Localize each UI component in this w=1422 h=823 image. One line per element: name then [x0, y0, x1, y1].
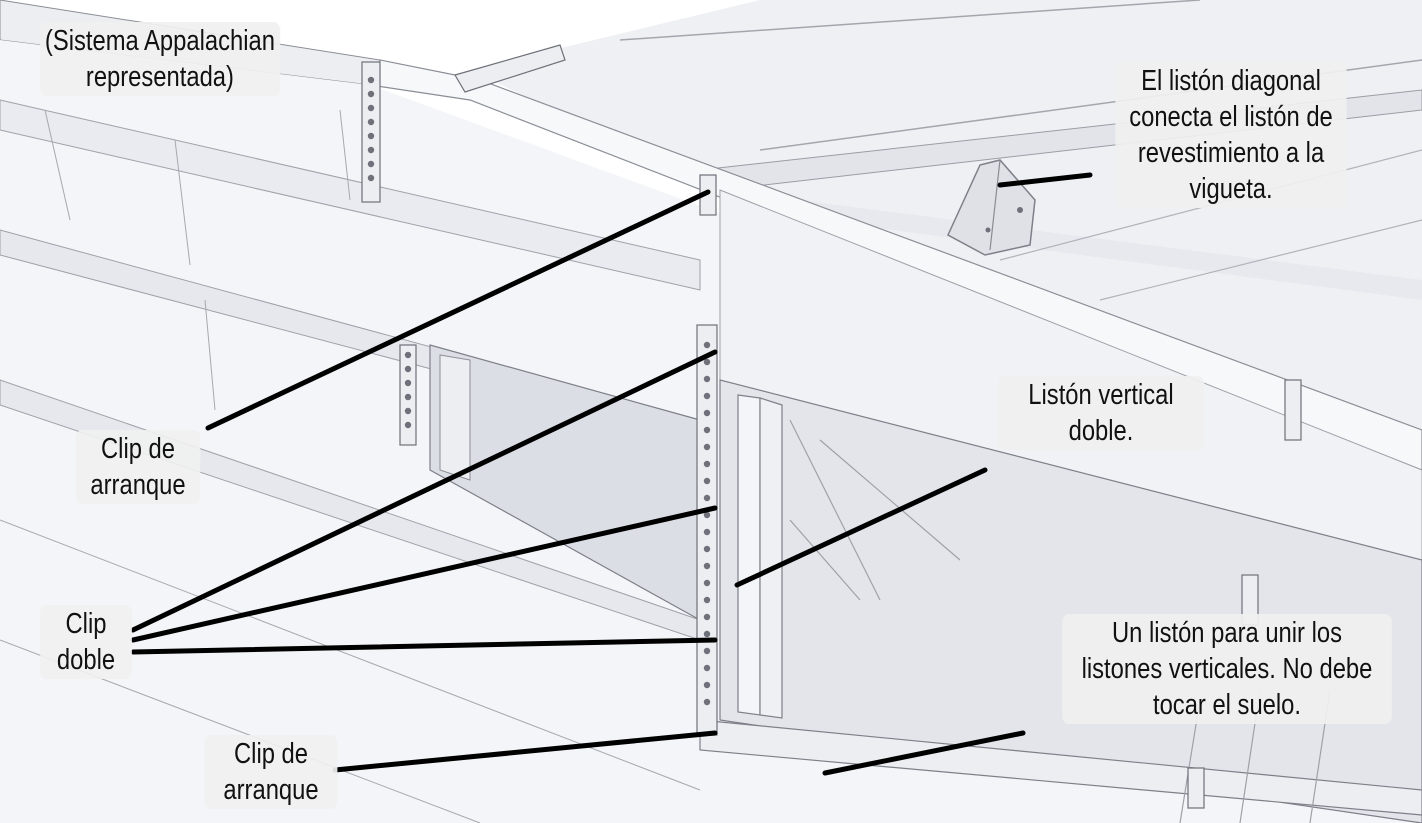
callout-starter-clip-top: Clip de arranque — [75, 430, 201, 504]
rail-hole — [367, 90, 375, 98]
rail-hole — [703, 698, 711, 706]
rail-hole — [703, 562, 711, 570]
leader-diagonal-batten — [997, 172, 1093, 188]
leader-double-clip-2 — [130, 505, 718, 643]
rail-hole — [404, 351, 412, 359]
rail-hole — [703, 409, 711, 417]
callout-starter-clip-bottom: Clip de arranque — [204, 735, 338, 809]
rail-hole — [367, 76, 375, 84]
rail-hole — [367, 118, 375, 126]
rail-hole — [703, 647, 711, 655]
rail-hole — [703, 358, 711, 366]
rail-hole — [367, 132, 375, 140]
rail-hole — [703, 596, 711, 604]
rail-hole — [404, 379, 412, 387]
callout-joining-batten: Un listón para unir los listones vertica… — [1062, 614, 1392, 724]
rail-hole — [367, 104, 375, 112]
rail-hole — [367, 146, 375, 154]
rail-hole — [367, 174, 375, 182]
rail-hole — [404, 365, 412, 373]
rail-hole — [703, 392, 711, 400]
rail-hole — [404, 421, 412, 429]
rail-hole — [703, 511, 711, 519]
rail-hole — [703, 341, 711, 349]
rail-hole — [703, 545, 711, 553]
system-note: (Sistema Appalachian representada) — [40, 22, 280, 96]
rail-hole — [703, 579, 711, 587]
leader-joining-batten — [822, 730, 1026, 776]
rail-holes — [367, 76, 711, 706]
leader-double-clip-1 — [130, 349, 718, 633]
rail-hole — [703, 443, 711, 451]
rail-hole — [404, 393, 412, 401]
rail-hole — [703, 630, 711, 638]
callout-double-clip: Clip doble — [40, 605, 132, 679]
rail-hole — [703, 613, 711, 621]
callout-diagonal-batten: El listón diagonal conecta el listón de … — [1115, 62, 1347, 208]
rail-hole — [703, 477, 711, 485]
rail-hole — [367, 160, 375, 168]
leader-double-vertical-batten — [734, 467, 988, 588]
leader-starter-clip-top — [205, 189, 711, 431]
rail-hole — [703, 426, 711, 434]
rail-hole — [703, 528, 711, 536]
callout-double-vertical-batten: Listón vertical doble. — [997, 376, 1205, 450]
leader-starter-clip-bottom — [332, 730, 718, 773]
rail-hole — [703, 681, 711, 689]
rail-hole — [703, 460, 711, 468]
leader-double-clip-3 — [130, 637, 718, 655]
rail-hole — [703, 375, 711, 383]
leader-lines — [130, 172, 1093, 776]
rail-hole — [703, 494, 711, 502]
rail-hole — [404, 407, 412, 415]
rail-hole — [703, 664, 711, 672]
